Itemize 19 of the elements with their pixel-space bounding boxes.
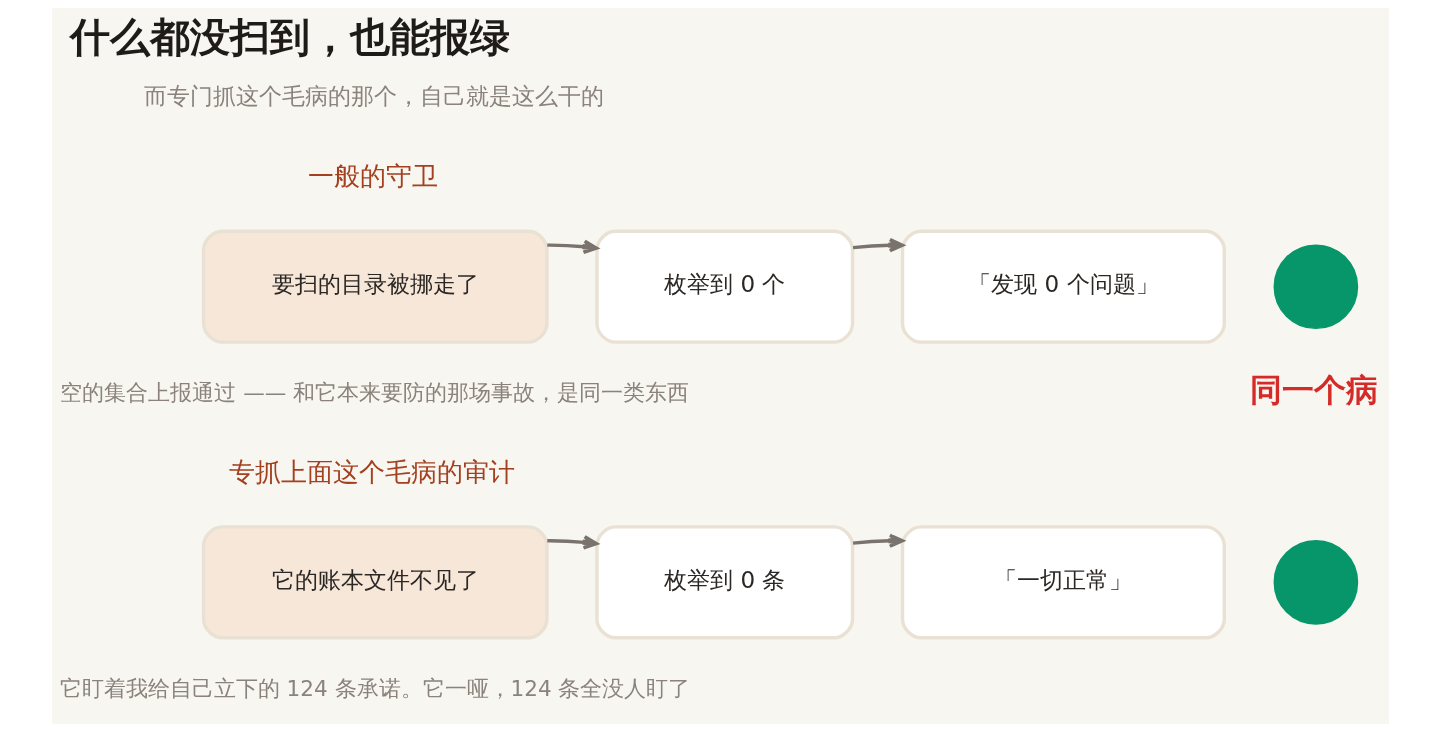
label: 同一个病 xyxy=(1249,371,1378,410)
node-box: 「一切正常」 xyxy=(900,525,1226,640)
node-circle xyxy=(1273,539,1358,625)
node-box: 要扫的目录被挪走了 xyxy=(201,229,549,344)
arrow xyxy=(546,239,598,254)
arrow xyxy=(546,535,598,550)
diagram-title: 什么都没扫到，也能报绿 xyxy=(69,12,510,60)
node-circle xyxy=(1273,244,1358,330)
node-box: 它的账本文件不见了 xyxy=(201,525,549,640)
label: 它盯着我给自己立下的 124 条承诺。它一哑，124 条全没人盯了 xyxy=(59,675,691,701)
label: 空的集合上报通过 —— 和它本来要防的那场事故，是同一类东西 xyxy=(59,380,689,406)
node-box: 枚举到 0 条 xyxy=(594,525,854,640)
arrow xyxy=(852,533,904,548)
node-box: 「发现 0 个问题」 xyxy=(900,229,1226,344)
label: 一般的守卫 xyxy=(307,161,438,192)
label: 而专门抓这个毛病的那个，自己就是这么干的 xyxy=(143,83,604,110)
arrow xyxy=(852,237,904,253)
node-box: 枚举到 0 个 xyxy=(594,229,854,344)
label: 专抓上面这个毛病的审计 xyxy=(228,456,515,487)
